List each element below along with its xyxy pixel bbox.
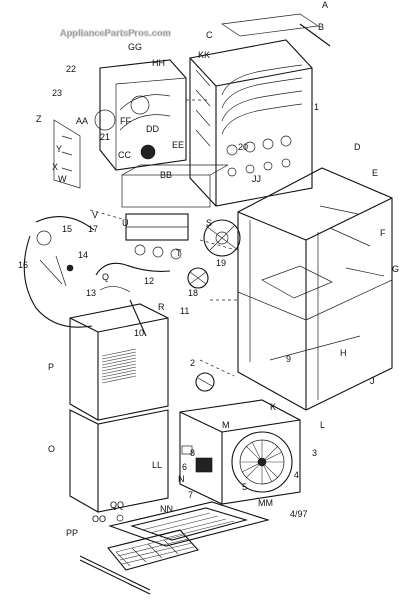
callout-5: 5 — [242, 482, 247, 492]
callout-u: U — [122, 218, 129, 228]
callout-6: 6 — [182, 462, 187, 472]
callout-j: J — [370, 376, 375, 386]
callout-nn: NN — [160, 504, 173, 514]
heat-exchanger — [189, 13, 331, 207]
callout-s: S — [206, 218, 212, 228]
callout-dd: DD — [146, 124, 159, 134]
detail-inset — [23, 216, 95, 328]
callout-w: W — [58, 174, 67, 184]
callout-k: K — [270, 402, 276, 412]
motor-parts — [187, 219, 241, 392]
callout-ee: EE — [172, 140, 184, 150]
callout-1: 1 — [314, 102, 319, 112]
callout-ff: FF — [120, 116, 131, 126]
callout-kk: KK — [198, 50, 210, 60]
callout-20: 20 — [238, 142, 248, 152]
callout-10: 10 — [134, 328, 144, 338]
callout-12: 12 — [144, 276, 154, 286]
callout-19: 19 — [216, 258, 226, 268]
callout-3: 3 — [312, 448, 317, 458]
callout-bb: BB — [160, 170, 172, 180]
blower-housing — [179, 399, 301, 505]
callout-hh: HH — [152, 58, 165, 68]
burner-assembly — [53, 59, 229, 337]
callout-a: A — [322, 0, 328, 10]
callout-z: Z — [36, 114, 42, 124]
filter-base — [79, 501, 270, 595]
leader-lines — [89, 99, 240, 377]
callout-d: D — [354, 142, 361, 152]
callout-r: R — [158, 302, 165, 312]
front-panels — [69, 303, 169, 513]
watermark-text: AppliancePartsPros.com — [60, 28, 171, 38]
callout-21: 21 — [100, 132, 110, 142]
callout-8: 8 — [190, 448, 195, 458]
callout-gg: GG — [128, 42, 142, 52]
callout-f: F — [380, 228, 386, 238]
callout-o: O — [48, 444, 55, 454]
callout-c: C — [206, 30, 213, 40]
callout-16: 16 — [18, 260, 28, 270]
callout-22: 22 — [66, 64, 76, 74]
callout-y: Y — [56, 144, 62, 154]
callout-e: E — [372, 168, 378, 178]
callout-ll: LL — [152, 460, 162, 470]
callout-q: Q — [102, 272, 109, 282]
callout-jj: JJ — [252, 174, 261, 184]
date-code: 4/97 — [290, 509, 308, 519]
callout-cc: CC — [118, 150, 131, 160]
callout-9: 9 — [286, 354, 291, 364]
callout-m: M — [222, 420, 230, 430]
callout-11: 11 — [180, 306, 189, 316]
callout-pp: PP — [66, 528, 78, 538]
callout-13: 13 — [86, 288, 96, 298]
callout-g: G — [392, 264, 399, 274]
callout-h: H — [340, 348, 347, 358]
callout-v: V — [92, 210, 98, 220]
callout-18: 18 — [188, 288, 198, 298]
callout-qq: QQ — [110, 500, 124, 510]
callout-7: 7 — [188, 490, 193, 500]
callout-t: T — [176, 248, 182, 258]
callout-l: L — [320, 420, 325, 430]
callout-2: 2 — [190, 358, 195, 368]
callout-23: 23 — [52, 88, 62, 98]
callout-15: 15 — [62, 224, 72, 234]
callout-4: 4 — [294, 470, 299, 480]
callout-oo: OO — [92, 514, 106, 524]
cabinet-frame — [237, 167, 393, 411]
callout-n: N — [178, 474, 185, 484]
callout-14: 14 — [78, 250, 88, 260]
callout-aa: AA — [76, 116, 88, 126]
callout-b: B — [318, 22, 324, 32]
callout-17: 17 — [88, 224, 98, 234]
callout-p: P — [48, 362, 54, 372]
callout-x: X — [52, 162, 58, 172]
callout-mm: MM — [258, 498, 273, 508]
